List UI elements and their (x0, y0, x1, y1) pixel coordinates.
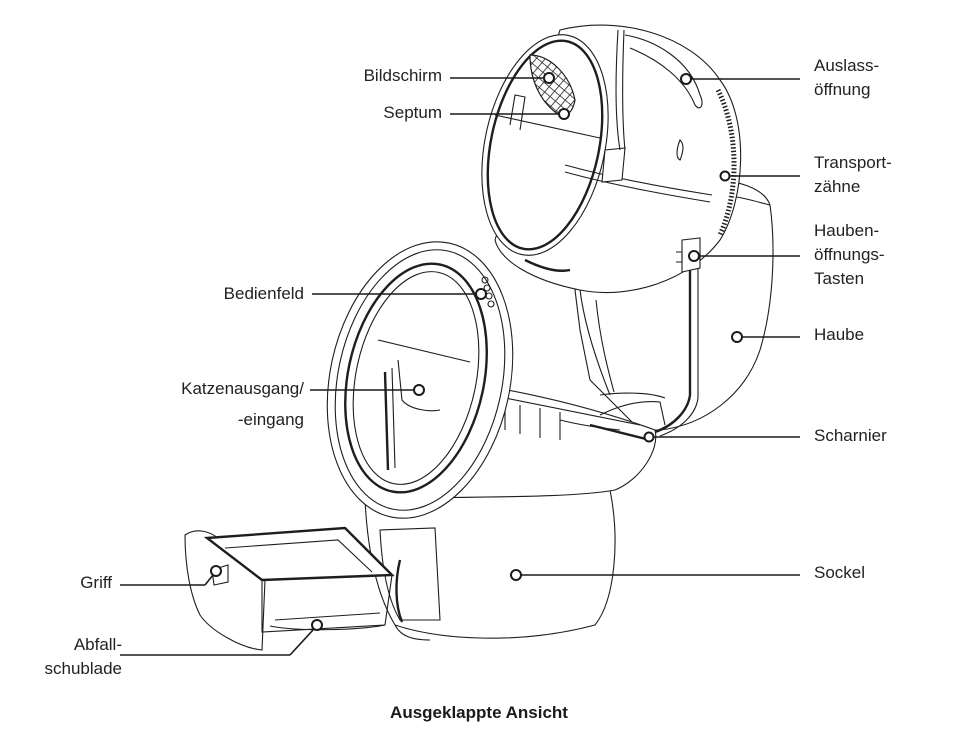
label-abfallschublade-line1: Abfall- (73, 635, 122, 654)
callout-auslassoeffnung (680, 73, 800, 85)
label-transportzaehne-line2: zähne (814, 177, 861, 196)
figure-caption: Ausgeklappte Ansicht (390, 703, 568, 722)
label-sockel: Sockel (814, 563, 866, 582)
label-haubenoeffnungstasten-line1: Hauben- (814, 221, 880, 240)
callout-septum (450, 108, 570, 120)
callout-haubenoeffnungstasten (688, 250, 800, 262)
label-griff: Griff (80, 573, 112, 592)
callout-bedienfeld (312, 288, 487, 300)
callout-scharnier (643, 431, 800, 443)
callout-katzenausgang (310, 384, 425, 396)
label-haubenoeffnungstasten: Hauben- öffnungs- Tasten (814, 219, 885, 291)
callout-griff (120, 565, 222, 586)
callout-abfallschublade (120, 619, 323, 656)
label-bedienfeld: Bedienfeld (223, 284, 304, 303)
label-transportzaehne-line1: Transport- (814, 153, 892, 172)
label-auslassoeffnung: Auslass- öffnung (814, 54, 879, 102)
label-haubenoeffnungstasten-line3: Tasten (814, 269, 865, 288)
label-scharnier: Scharnier (814, 426, 887, 445)
callout-bildschirm (450, 72, 555, 84)
upper-drum (481, 24, 742, 294)
label-haubenoeffnungstasten-line2: öffnungs- (814, 245, 885, 264)
label-bildschirm: Bildschirm (363, 66, 442, 85)
label-abfallschublade-line2: schublade (44, 659, 122, 678)
label-haube: Haube (814, 325, 865, 344)
callout-haube (731, 331, 800, 343)
entrance-ring (326, 241, 514, 519)
label-auslassoeffnung-line1: Auslass- (814, 56, 880, 75)
label-septum: Septum (383, 103, 442, 122)
label-abfallschublade: Abfall- schublade (20, 633, 122, 681)
waste-drawer (184, 526, 395, 651)
callout-sockel (510, 569, 800, 581)
callout-transportzaehne (719, 170, 800, 182)
label-katzenausgang-line1: Katzenausgang/ (181, 379, 304, 398)
label-katzenausgang-line2: -eingang (237, 410, 304, 429)
label-transportzaehne: Transport- zähne (814, 151, 892, 199)
label-auslassoeffnung-line2: öffnung (814, 80, 871, 99)
